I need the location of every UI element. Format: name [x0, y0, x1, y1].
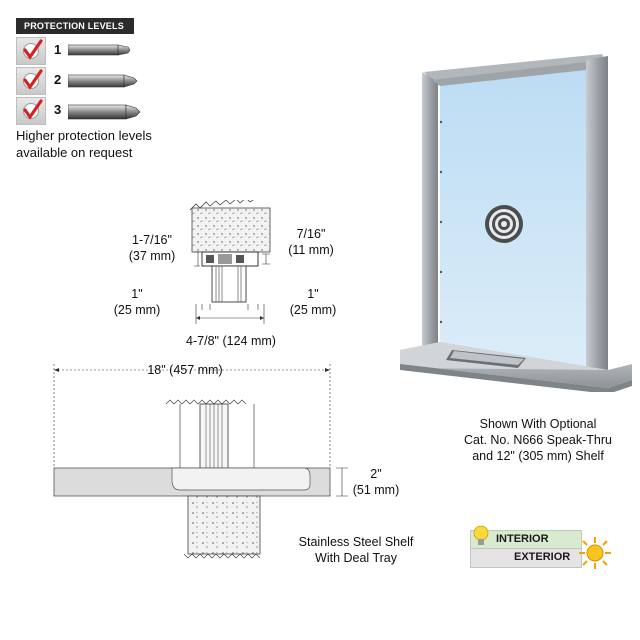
protection-level-number: 1: [54, 42, 62, 57]
dim-shelf-width: 18" (457 mm): [147, 363, 223, 377]
dim-frame-right-top: 7/16" (11 mm): [276, 226, 346, 258]
lightbulb-icon: [473, 525, 489, 545]
interior-label: INTERIOR: [496, 533, 549, 545]
bullet-icon: [68, 104, 141, 120]
dim-frame-overall: 4-7/8" (124 mm): [186, 334, 276, 348]
window-product-illustration: [400, 54, 632, 392]
dim-value: 1": [131, 287, 143, 301]
product-caption-line: and 12" (305 mm) Shelf: [472, 449, 604, 463]
interior-exterior-badge: INTERIOR EXTERIOR: [464, 524, 624, 570]
dim-frame-right-bottom: 1" (25 mm): [278, 286, 348, 318]
dim-value: 1-7/16": [132, 233, 172, 247]
dim-value-mm: (51 mm): [352, 483, 400, 497]
bullet-icon: [68, 74, 138, 88]
protection-level-number: 3: [54, 102, 62, 117]
dim-value: 1": [307, 287, 319, 301]
frame-section-drawing: [189, 200, 271, 324]
shelf-caption-line: Stainless Steel Shelf: [298, 535, 414, 549]
dim-value-mm: (25 mm): [289, 303, 337, 317]
protection-level-1: 1: [16, 36, 134, 66]
product-caption: Shown With Optional Cat. No. N666 Speak-…: [440, 416, 636, 464]
dim-value: 7/16": [296, 227, 326, 241]
check-icon: [16, 67, 46, 95]
protection-note-line: Higher protection levels: [16, 128, 152, 143]
dim-value: 2": [370, 467, 382, 481]
shelf-caption: Stainless Steel Shelf With Deal Tray: [280, 534, 432, 566]
protection-note-line: available on request: [16, 145, 133, 160]
protection-level-2: 2: [16, 66, 138, 96]
protection-levels-header: PROTECTION LEVELS: [16, 18, 134, 34]
product-caption-line: Cat. No. N666 Speak-Thru: [464, 433, 612, 447]
dim-frame-left-bottom: 1" (25 mm): [102, 286, 172, 318]
check-icon: [16, 97, 46, 125]
protection-note: Higher protection levels available on re…: [16, 127, 216, 161]
shelf-section-drawing: [53, 364, 348, 559]
dim-shelf-height: 2" (51 mm): [346, 466, 406, 498]
dim-value-mm: (25 mm): [113, 303, 161, 317]
bullet-icon: [68, 44, 131, 56]
sun-icon: [579, 537, 611, 569]
speak-thru-icon: [485, 205, 523, 243]
dim-value-mm: (37 mm): [128, 249, 176, 263]
product-caption-line: Shown With Optional: [479, 417, 597, 431]
check-icon: [16, 37, 46, 65]
shelf-caption-line: With Deal Tray: [315, 551, 397, 565]
exterior-box: [470, 548, 582, 568]
protection-level-3: 3: [16, 96, 141, 126]
exterior-label: EXTERIOR: [514, 551, 571, 563]
dim-frame-left-top: 1-7/16" (37 mm): [112, 232, 192, 264]
protection-level-number: 2: [54, 72, 62, 87]
dim-value-mm: (11 mm): [288, 243, 334, 257]
